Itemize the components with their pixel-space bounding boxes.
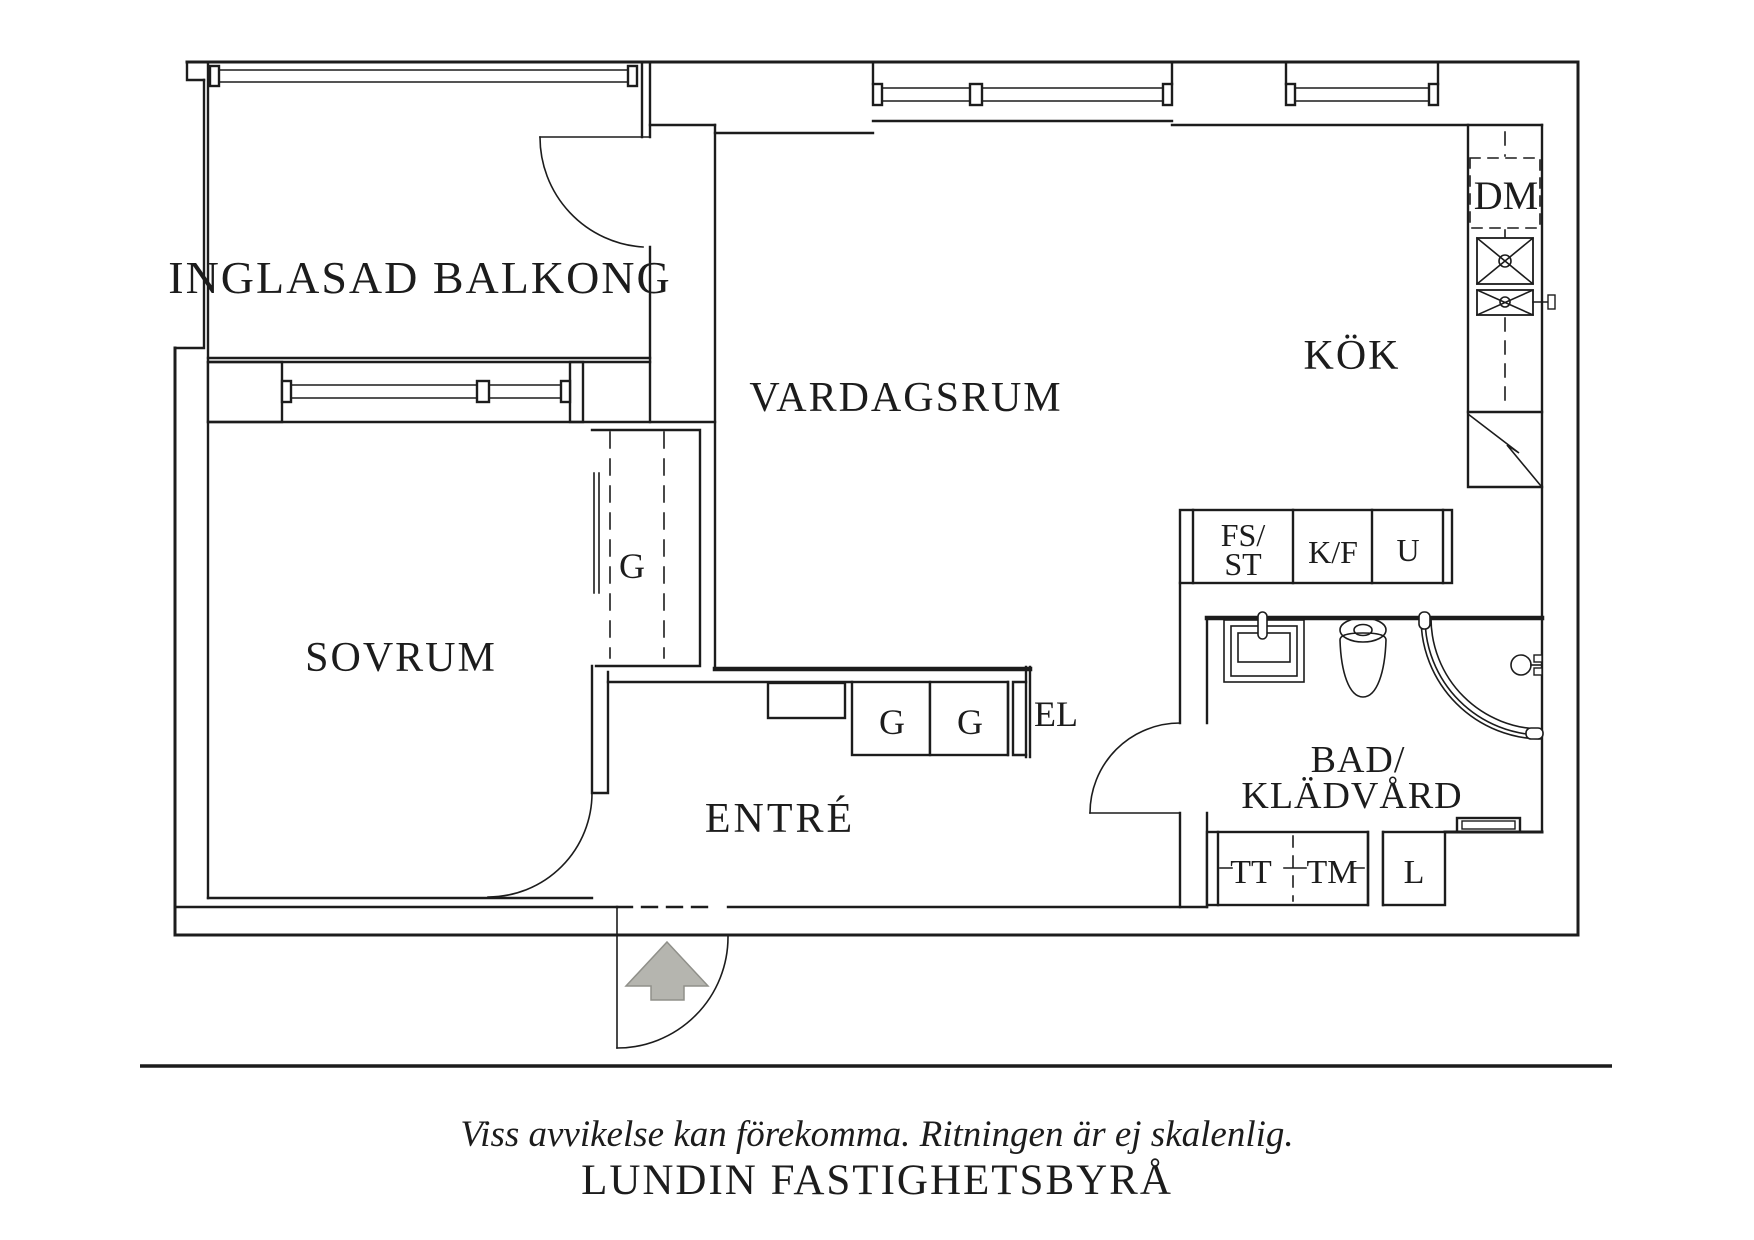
shower-symbol [1418, 611, 1544, 740]
appliance-label-tm: TM [1307, 854, 1358, 891]
room-label-sovrum: SOVRUM [305, 635, 497, 681]
bathroom-door-swing [1089, 722, 1181, 814]
balcony-door-swing [539, 136, 651, 248]
balcony-window [208, 64, 639, 88]
cabinet-label-g-hall-2: G [957, 702, 983, 742]
livingroom-window [871, 60, 1174, 107]
room-label-inglasad-balkong: INGLASAD BALKONG [168, 252, 671, 303]
cabinet-label-u: U [1396, 532, 1419, 568]
bedroom-wardrobe [593, 431, 665, 659]
appliance-label-dm: DM [1474, 173, 1538, 218]
cabinet-label-l: L [1404, 854, 1425, 891]
room-label-kladvard: KLÄDVÅRD [1241, 775, 1462, 817]
room-label-kok: KÖK [1304, 333, 1401, 379]
footer-brand: LUNDIN FASTIGHETSBYRÅ [581, 1157, 1173, 1204]
entrance-door-swing [615, 905, 729, 1049]
cabinet-label-fs: FS/ [1221, 517, 1266, 553]
toilet-symbol [1339, 617, 1387, 698]
bedroom-door-swing [487, 792, 593, 898]
stove-symbol [1475, 288, 1556, 317]
kitchen-sink-symbol [1475, 236, 1535, 286]
cabinet-label-g-bedroom: G [619, 546, 645, 586]
cabinet-label-kf: K/F [1308, 534, 1358, 570]
entrance-arrow-icon [624, 940, 710, 1001]
hall-cabinets [606, 680, 1028, 757]
exterior-walls [173, 60, 1580, 937]
cabinet-label-st: ST [1224, 546, 1262, 582]
cabinet-label-g-hall-1: G [879, 702, 905, 742]
laundry-cabinet-row [1205, 830, 1447, 907]
footer-disclaimer: Viss avvikelse kan förekomma. Ritningen … [460, 1114, 1293, 1155]
cabinet-label-el: EL [1034, 694, 1078, 734]
labels-layer: INGLASAD BALKONG VARDAGSRUM KÖK SOVRUM ENTRÉ… [168, 173, 1538, 1204]
kitchen-counter [1466, 123, 1544, 489]
washbasin-symbol [1223, 611, 1305, 683]
bedroom-window [206, 360, 585, 424]
kitchen-cabinet-row [1178, 508, 1454, 585]
room-label-bad: BAD/ [1311, 739, 1406, 781]
kitchen-window [1284, 60, 1440, 107]
room-label-vardagsrum: VARDAGSRUM [749, 375, 1062, 421]
room-label-entre: ENTRÉ [705, 795, 855, 842]
tall-cabinet-symbol [1466, 410, 1544, 488]
appliance-label-tt: TT [1230, 854, 1272, 891]
bathroom-small-window [1455, 816, 1522, 834]
